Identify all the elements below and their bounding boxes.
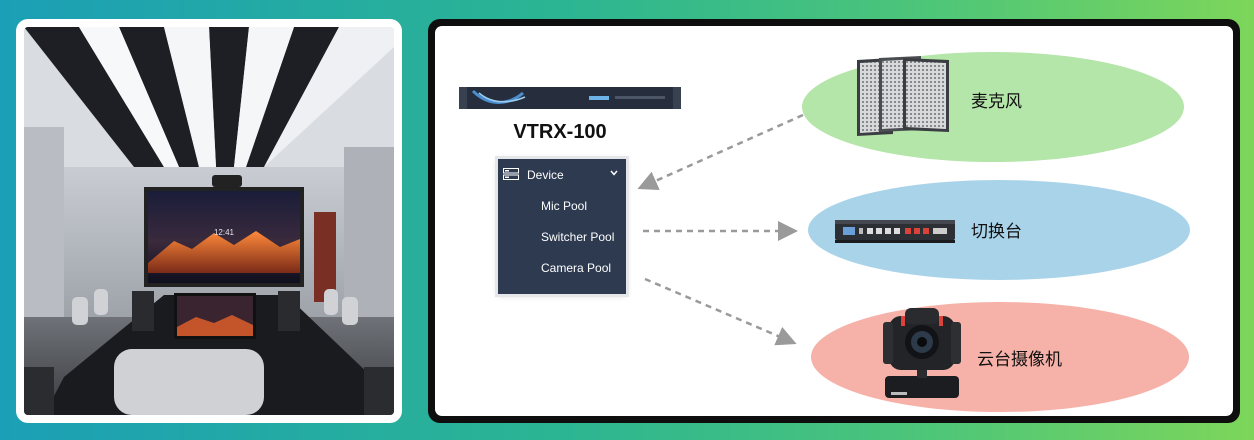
diagram-panel: VTRX-100 Device Mic Pool Switcher Pool C… [435,26,1233,416]
arrow-mic-to-controller [637,113,804,191]
conference-room-photo: 12:41 [24,27,394,415]
menu-item-mic-pool[interactable]: Mic Pool [541,199,588,213]
menu-item-camera-pool[interactable]: Camera Pool [541,261,612,275]
camera-ellipse [811,302,1189,412]
menu-header[interactable]: Device [498,159,626,189]
switcher-label: 切换台 [971,222,1022,241]
ptz-camera-image [883,308,961,398]
device-menu: Device Mic Pool Switcher Pool Camera Poo… [498,159,626,294]
svg-text:12:41: 12:41 [214,228,235,237]
menu-header-label: Device [527,168,564,182]
photo-frame: 12:41 [16,19,402,423]
arrow-controller-to-camera [644,277,797,346]
diagram-frame: VTRX-100 Device Mic Pool Switcher Pool C… [428,19,1240,423]
connection-arrows [637,113,804,346]
microphone-array-image [857,56,949,136]
video-switcher-image [835,220,955,243]
mic-label: 麦克风 [971,92,1022,111]
vtrx-rack-unit [459,87,681,109]
chevron-down-icon[interactable] [609,168,619,178]
server-list-icon [503,168,519,180]
menu-item-switcher-pool[interactable]: Switcher Pool [541,230,615,244]
controller-title: VTRX-100 [513,121,607,143]
camera-label: 云台摄像机 [977,350,1062,369]
